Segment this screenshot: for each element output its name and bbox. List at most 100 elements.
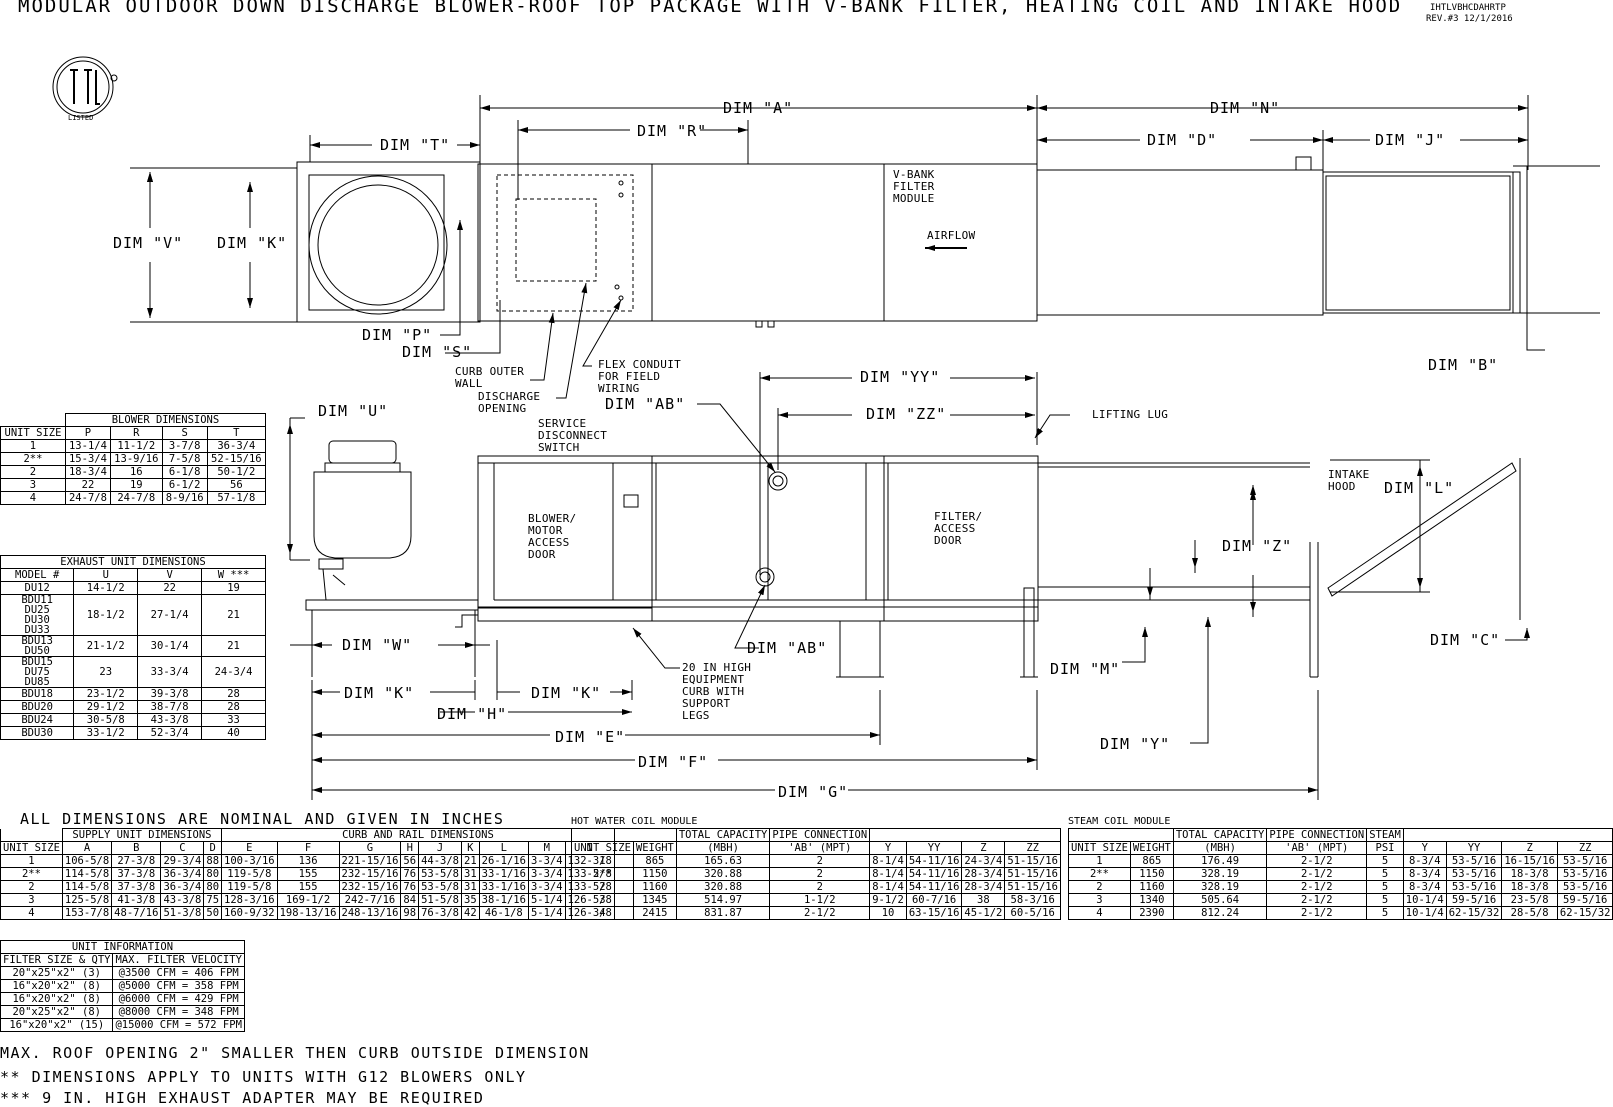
steam-cell: 5 — [1366, 867, 1404, 881]
supply-cell: 221-15/16 — [338, 854, 402, 868]
steam-blank-cell — [1402, 828, 1613, 842]
hw-cell: 1150 — [632, 867, 677, 881]
discharge-opening-label: DISCHARGE OPENING — [478, 390, 541, 415]
hw-cell: 63-15/16 — [905, 906, 963, 920]
blower-blank-cell — [1, 414, 66, 427]
supply-cell: 31 — [461, 867, 480, 881]
steam-cell: 2-1/2 — [1266, 854, 1368, 868]
lifting-lug-label: LIFTING LUG — [1092, 408, 1169, 421]
blower-cell: 2** — [0, 452, 66, 466]
supply-header: L — [478, 841, 529, 855]
supply-cell: 36-3/4 — [160, 867, 205, 881]
steam-cell: 328.19 — [1172, 867, 1268, 881]
hw-header: Z — [961, 841, 1006, 855]
blower-cell: 22 — [64, 478, 111, 492]
hw-cell: 54-11/16 — [905, 854, 963, 868]
supply-cell: 2 — [0, 880, 63, 894]
supply-cell: 36-3/4 — [160, 880, 205, 894]
supply-cell: 38-1/16 — [478, 893, 529, 907]
hw-cell: 28-3/4 — [961, 867, 1006, 881]
note-g12: ** DIMENSIONS APPLY TO UNITS WITH G12 BL… — [0, 1068, 527, 1086]
curb-group-label: CURB AND RAIL DIMENSIONS — [221, 828, 615, 842]
supply-cell: 232-15/16 — [338, 867, 402, 881]
supply-cell: 155 — [276, 867, 340, 881]
info-cell: 16"x20"x2" (15) — [0, 1018, 114, 1032]
supply-cell: 3-3/4 — [527, 854, 566, 868]
supply-cell: 136 — [276, 854, 340, 868]
blower-cell: 3 — [0, 478, 66, 492]
dim-m: DIM "M" — [1050, 660, 1121, 678]
dim-p: DIM "P" — [362, 326, 433, 344]
hw-cell: 51-15/16 — [1004, 854, 1061, 868]
supply-blank-cell — [0, 828, 63, 842]
blower-cell: 36-3/4 — [206, 439, 267, 453]
exhaust-cell: 33 — [201, 713, 266, 727]
dim-k-left: DIM "K" — [344, 684, 415, 702]
steam-cell: 5 — [1366, 854, 1404, 868]
dim-u: DIM "U" — [318, 402, 389, 420]
blower-cell: 3-7/8 — [161, 439, 208, 453]
supply-header: D — [203, 841, 223, 855]
hw-cell: 4 — [571, 906, 634, 920]
blower-cell: 56 — [206, 478, 267, 492]
dim-j: DIM "J" — [1375, 131, 1446, 149]
blower-header: UNIT SIZE — [0, 426, 66, 440]
supply-cell: 33-1/16 — [478, 880, 529, 894]
dim-w: DIM "W" — [342, 636, 413, 654]
blower-cell: 2 — [0, 465, 66, 479]
airflow-label: AIRFLOW — [927, 229, 976, 242]
steam-cell: 10-1/4 — [1402, 893, 1447, 907]
info-row: 20"x25"x2" (3)@3500 CFM = 406 FPM — [0, 966, 245, 980]
steam-cell: 59-5/16 — [1445, 893, 1503, 907]
exhaust-caption: EXHAUST UNIT DIMENSIONS — [0, 555, 266, 569]
steam-header: 'AB' (MPT) — [1266, 841, 1368, 855]
supply-cell: 3-3/4 — [527, 880, 566, 894]
curb-outer-wall-label: CURB OUTER WALL — [455, 365, 525, 390]
dim-yy: DIM "YY" — [860, 368, 941, 386]
dim-r: DIM "R" — [637, 122, 708, 140]
hw-cell: 1-1/2 — [769, 893, 871, 907]
supply-cell: 232-15/16 — [338, 880, 402, 894]
hw-group-capacity: TOTAL CAPACITY — [675, 828, 771, 842]
info-cell: 20"x25"x2" (8) — [0, 1005, 114, 1019]
plan-blower-housing — [296, 161, 481, 323]
steam-cell: 53-5/16 — [1556, 854, 1613, 868]
exhaust-cell: 30-5/8 — [73, 713, 139, 727]
supply-cell: 100-3/16 — [221, 854, 278, 868]
supply-header: H — [400, 841, 420, 855]
info-cell: @5000 CFM = 358 FPM — [112, 979, 245, 993]
hw-cell: 38 — [961, 893, 1006, 907]
flex-conduit-label: FLEX CONDUIT FOR FIELD WIRING — [598, 358, 682, 395]
steam-blank-cell — [1068, 828, 1174, 842]
info-caption: UNIT INFORMATION — [0, 940, 245, 954]
hw-cell: 8-1/4 — [869, 867, 907, 881]
dim-e: DIM "E" — [555, 728, 626, 746]
blower-cell: 24-7/8 — [64, 491, 111, 505]
supply-cell: 125-5/8 — [61, 893, 113, 907]
blower-cell: 24-7/8 — [109, 491, 163, 505]
supply-cell: 41-3/8 — [111, 893, 162, 907]
steam-cell: 5 — [1366, 880, 1404, 894]
exhaust-cell: BDU11 DU25 DU30 DU33 — [0, 594, 75, 636]
supply-cell: 98 — [400, 906, 420, 920]
steam-caption: STEAM COIL MODULE — [1068, 816, 1171, 827]
supply-cell: 26-1/16 — [478, 854, 529, 868]
steam-cell: 18-3/8 — [1501, 867, 1558, 881]
hw-header: (MBH) — [675, 841, 771, 855]
steam-header: WEIGHT — [1129, 841, 1174, 855]
supply-cell: 2** — [0, 867, 63, 881]
steam-cell: 53-5/16 — [1445, 854, 1503, 868]
hw-group-pipe: PIPE CONNECTION — [769, 828, 871, 842]
steam-cell: 812.24 — [1172, 906, 1268, 920]
hw-header: YY — [905, 841, 963, 855]
info-row: 20"x25"x2" (8)@8000 CFM = 348 FPM — [0, 1005, 245, 1019]
